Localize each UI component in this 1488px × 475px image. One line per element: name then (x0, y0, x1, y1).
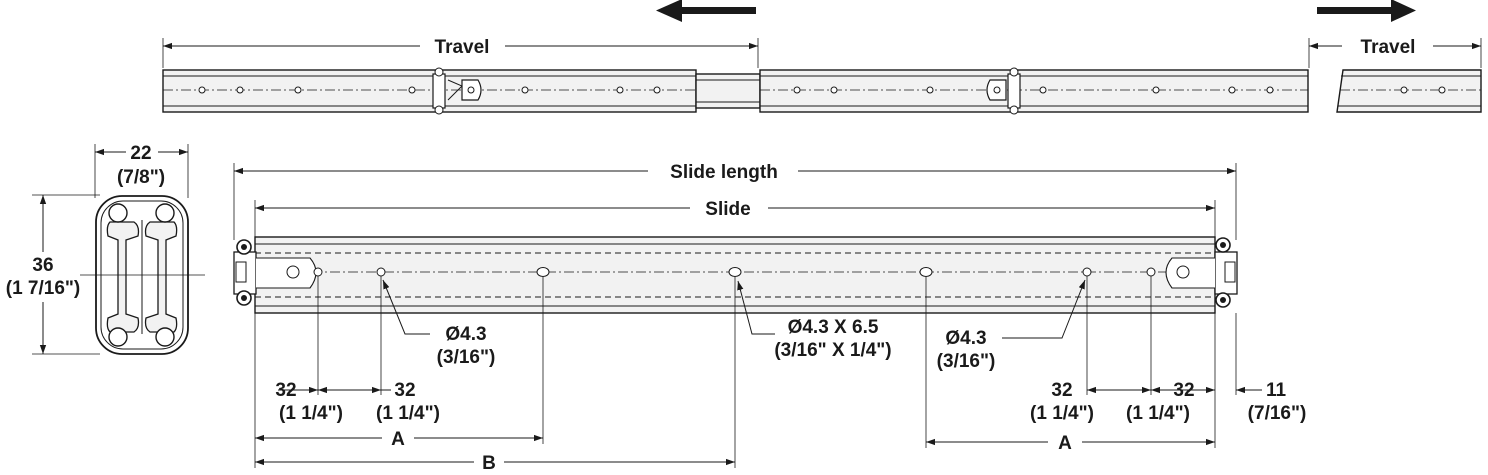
side-view: Slide length Slide (233, 162, 1307, 474)
dim-a-right: A (1058, 433, 1072, 454)
pitch4-mm: 32 (1173, 380, 1194, 401)
pitch2-mm: 32 (394, 380, 415, 401)
arrow-right-icon (1317, 0, 1416, 22)
end-cap-right (1165, 237, 1238, 308)
hole-left-in: (3/16") (437, 347, 496, 368)
width-in: (7/8") (117, 167, 165, 188)
pitch1-in: (1 1/4") (279, 403, 343, 424)
height-mm: 36 (32, 255, 53, 276)
pitch1-mm: 32 (275, 380, 296, 401)
dim-b: B (482, 453, 496, 474)
slot-mm: Ø4.3 X 6.5 (788, 317, 879, 338)
hole-left-mm: Ø4.3 (445, 324, 486, 345)
travel-label-left: Travel (435, 37, 490, 58)
end-in: (7/16") (1248, 403, 1307, 424)
arrow-left-icon (656, 0, 756, 22)
slot-in: (3/16" X 1/4") (774, 340, 891, 361)
latch-right (986, 67, 1021, 115)
pitch3-in: (1 1/4") (1030, 403, 1094, 424)
latch-left (432, 67, 482, 115)
extended-view: Travel Travel (162, 0, 1482, 115)
pitch3-mm: 32 (1051, 380, 1072, 401)
pitch4-in: (1 1/4") (1126, 403, 1190, 424)
cross-section: 22 (7/8") 36 (1 7/16") (6, 143, 205, 355)
hole-right-in: (3/16") (937, 351, 996, 372)
height-in: (1 7/16") (6, 278, 81, 299)
slide-length-label: Slide length (670, 162, 778, 183)
slide-label: Slide (705, 199, 750, 220)
end-mm: 11 (1266, 380, 1287, 401)
width-mm: 22 (130, 143, 151, 164)
hole-right-mm: Ø4.3 (945, 328, 986, 349)
pitch2-in: (1 1/4") (376, 403, 440, 424)
dim-a-left: A (391, 429, 405, 450)
travel-label-right: Travel (1361, 37, 1416, 58)
